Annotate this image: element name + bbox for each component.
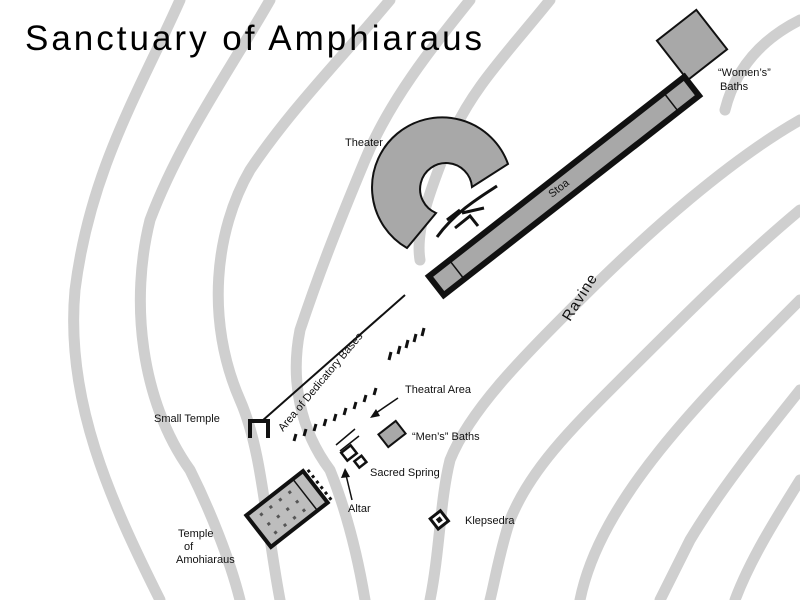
theater: Theater <box>345 116 510 250</box>
map-title: Sanctuary of Amphiaraus <box>25 19 485 58</box>
small-temple-building <box>248 419 270 438</box>
theatral-area: Theatral Area <box>335 384 472 452</box>
theatral-area-pointer <box>375 397 399 414</box>
theater-skene-wall <box>435 184 498 238</box>
contour-line <box>729 474 800 600</box>
womens-baths-building <box>655 8 729 82</box>
contour-line <box>134 0 276 600</box>
arrow-icon <box>341 468 350 478</box>
theatral-area-steps <box>335 428 360 452</box>
contour-line <box>212 0 396 600</box>
temple-columns <box>259 490 307 535</box>
contour-line <box>574 294 800 600</box>
stoa-building <box>430 78 698 294</box>
klepsedra-label: Klepsedra <box>465 515 515 527</box>
dedicatory-bases-row <box>292 327 426 442</box>
theater-cavea <box>371 116 510 250</box>
altar-building <box>339 443 359 463</box>
ravine-label: Ravine <box>559 270 601 324</box>
klepsedra: Klepsedra <box>428 508 515 532</box>
klepsedra-core <box>435 516 443 524</box>
dedicatory-bases-wall <box>261 294 406 422</box>
contour-line <box>654 384 800 600</box>
contour-line <box>719 14 800 116</box>
arrow-icon <box>370 409 380 418</box>
small-temple-label: Small Temple <box>154 413 220 425</box>
temple-of-amphiaraus: Temple of Amohiaraus <box>176 468 333 566</box>
temple-portico <box>306 468 333 501</box>
mens-baths-label: “Men’s” Baths <box>412 431 480 443</box>
temple-label-line2: of <box>184 541 194 553</box>
dedicatory-bases-label: Area of Dedicatory Bases <box>276 330 366 434</box>
stoa-end-division <box>450 261 464 279</box>
sacred-spring: Sacred Spring <box>339 443 440 479</box>
sacred-spring-label: Sacred Spring <box>370 467 440 479</box>
altar-pointer <box>345 474 353 501</box>
altar-label: Altar <box>348 503 371 515</box>
theater-label: Theater <box>345 137 383 149</box>
theatral-area-label: Theatral Area <box>405 384 472 396</box>
temple-label-line1: Temple <box>178 528 213 540</box>
theater-stage-buildings <box>446 206 485 230</box>
womens-baths: “Women’s” Baths <box>655 8 771 93</box>
mens-baths-building <box>377 419 407 449</box>
altar: Altar <box>341 468 371 515</box>
sacred-spring-building <box>352 454 369 470</box>
contour-line <box>290 0 476 600</box>
mens-baths: “Men’s” Baths <box>377 419 480 449</box>
contour-line <box>484 204 800 600</box>
stoa <box>424 72 704 300</box>
small-temple: Small Temple <box>154 413 270 438</box>
contour-line <box>68 0 186 600</box>
stoa-end-division <box>664 93 678 111</box>
womens-baths-label-line1: “Women’s” <box>718 67 771 79</box>
temple-label-line3: Amohiaraus <box>176 554 235 566</box>
womens-baths-label-line2: Baths <box>720 81 749 93</box>
dedicatory-bases: Area of Dedicatory Bases <box>261 294 426 442</box>
temple-pronaos-wall <box>292 478 319 512</box>
